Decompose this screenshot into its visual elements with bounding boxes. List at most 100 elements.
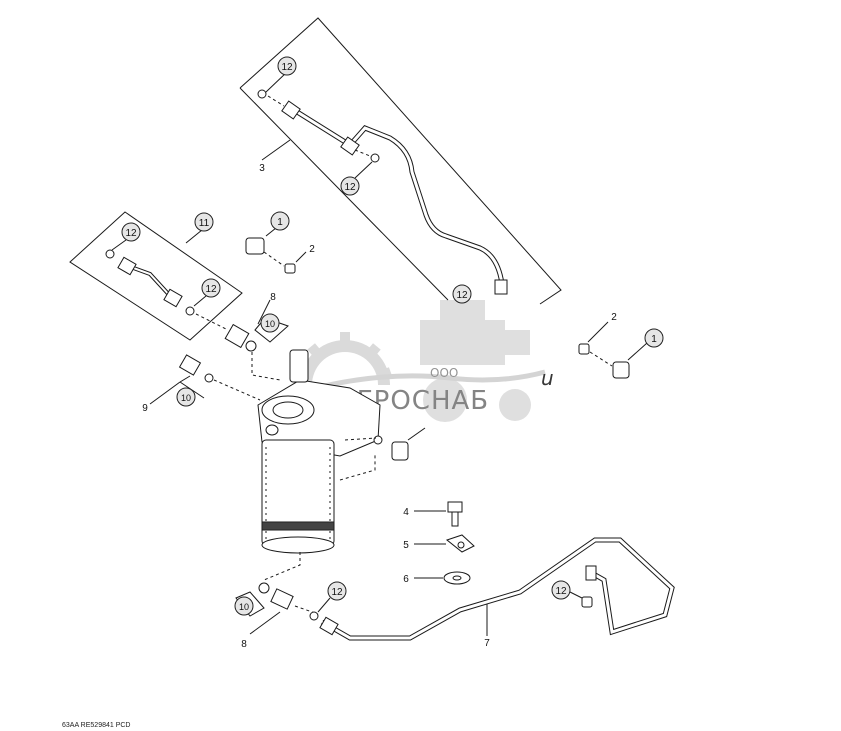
callout-12: 12 — [452, 284, 472, 304]
dashed-leader — [213, 379, 261, 401]
callout-12: 12 — [551, 580, 571, 600]
leader — [249, 611, 281, 635]
callout-4: 4 — [403, 507, 409, 518]
union-fitting — [245, 237, 265, 255]
fuel-line-short — [127, 264, 174, 300]
svg-text:10: 10 — [239, 602, 249, 612]
fitting-nut — [281, 100, 508, 295]
leader — [354, 161, 373, 179]
callout-11: 11 — [194, 212, 214, 232]
svg-text:8: 8 — [241, 639, 247, 650]
callout-2: 2 — [309, 244, 315, 255]
callout-5: 5 — [403, 540, 409, 551]
svg-text:4: 4 — [403, 507, 409, 518]
dashed-leader — [354, 149, 371, 157]
callout-12: 12 — [340, 176, 360, 196]
clamp-hole — [457, 541, 465, 549]
leader — [265, 71, 288, 93]
copper-washer — [204, 373, 214, 383]
callout-10: 10 — [234, 596, 254, 616]
svg-text:10: 10 — [181, 393, 191, 403]
callout-12: 12 — [121, 222, 141, 242]
o-ring — [105, 249, 115, 259]
drain-plug — [391, 441, 409, 461]
leader — [149, 381, 181, 405]
fitting-nut — [585, 565, 597, 581]
copper-washer — [258, 582, 270, 594]
svg-text:2: 2 — [309, 244, 315, 255]
leader — [317, 597, 331, 613]
adapter-fitting — [270, 588, 294, 610]
o-ring — [185, 306, 195, 316]
o-ring — [370, 153, 380, 163]
dashed-leader — [263, 251, 285, 267]
bolt-shank — [451, 511, 459, 527]
callout-8: 8 — [270, 292, 276, 303]
callout-12: 12 — [201, 278, 221, 298]
leader — [193, 295, 207, 307]
union-fitting — [612, 361, 630, 379]
dashed-leader — [339, 455, 376, 481]
fitting-nut — [117, 256, 137, 276]
fuel-line-upper — [292, 107, 505, 285]
svg-text:12: 12 — [205, 284, 217, 295]
svg-text:3: 3 — [259, 163, 265, 174]
leader — [627, 342, 648, 361]
svg-text:10: 10 — [265, 319, 275, 329]
watermark-swoosh — [299, 369, 546, 395]
leader — [257, 299, 271, 325]
callout-10: 10 — [176, 387, 196, 407]
svg-text:12: 12 — [344, 182, 356, 193]
callout-12: 12 — [327, 581, 347, 601]
svg-text:1: 1 — [277, 217, 283, 228]
seal-washer — [578, 343, 590, 355]
svg-text:9: 9 — [142, 403, 148, 414]
svg-text:12: 12 — [555, 586, 567, 597]
o-ring — [309, 611, 319, 621]
svg-text:1: 1 — [651, 334, 657, 345]
bolt-head — [447, 501, 463, 513]
dashed-leader — [251, 352, 281, 381]
watermark-prefix: ООО — [430, 366, 458, 380]
assembly-box-3-left — [239, 87, 449, 301]
fuel-filter-assembly — [257, 349, 381, 554]
svg-text:12: 12 — [331, 587, 343, 598]
svg-text:2: 2 — [611, 312, 617, 323]
plug-fitting — [178, 354, 202, 376]
watermark-combine-icon — [420, 300, 531, 422]
svg-text:11: 11 — [199, 218, 210, 229]
dashed-leader — [263, 552, 301, 581]
callout-10: 10 — [260, 313, 280, 333]
fitting-nut — [163, 288, 183, 308]
leader — [261, 139, 291, 161]
o-ring — [257, 89, 267, 99]
dashed-leader — [195, 313, 229, 331]
callout-6: 6 — [403, 574, 409, 585]
svg-text:12: 12 — [456, 290, 468, 301]
svg-text:8: 8 — [270, 292, 276, 303]
callout-2: 2 — [611, 312, 617, 323]
leader — [265, 227, 277, 237]
dashed-leader — [267, 95, 285, 107]
assembly-box-11 — [69, 211, 243, 341]
o-ring — [373, 435, 383, 445]
drawing-code: 63AA RE529841 PCD — [62, 722, 131, 729]
leader — [185, 229, 203, 244]
fuel-line-lower — [320, 537, 675, 641]
seal-washer — [284, 263, 296, 274]
callout-8: 8 — [241, 639, 247, 650]
callout-7: 7 — [484, 638, 490, 649]
callout-3: 3 — [259, 163, 265, 174]
leader — [567, 590, 583, 599]
svg-text:12: 12 — [281, 62, 293, 73]
leader — [587, 321, 609, 343]
end-cap — [581, 596, 593, 608]
svg-text:6: 6 — [403, 574, 409, 585]
leader — [407, 427, 426, 441]
svg-text:7: 7 — [484, 638, 490, 649]
svg-text:5: 5 — [403, 540, 409, 551]
fitting-nut — [319, 616, 339, 636]
svg-text:12: 12 — [125, 228, 137, 239]
adapter-fitting — [224, 323, 250, 349]
